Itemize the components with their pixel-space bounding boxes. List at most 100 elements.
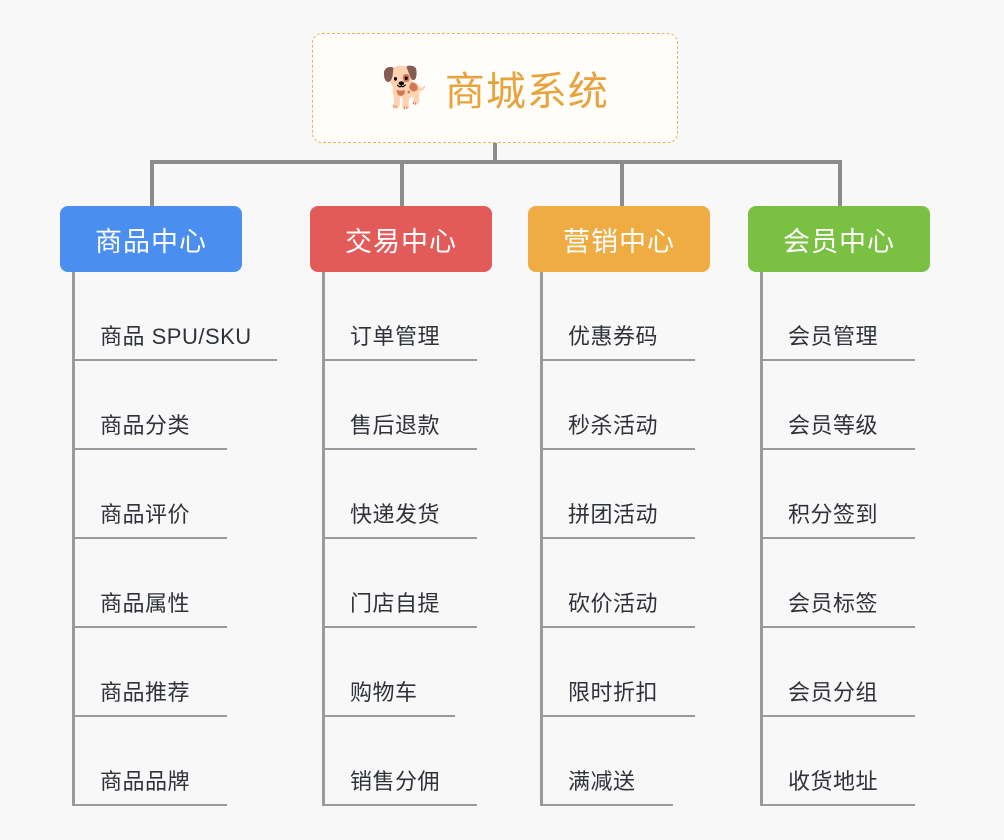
- list-item-underline: [760, 626, 915, 628]
- list-item-underline: [540, 626, 695, 628]
- shiba-dog-icon: 🐕: [381, 66, 431, 110]
- list-item[interactable]: 销售分佣: [310, 717, 530, 806]
- list-item-label: 积分签到: [788, 502, 879, 527]
- list-item-underline: [72, 448, 227, 450]
- list-item-underline: [760, 537, 915, 539]
- connector-horizontal-bus: [150, 160, 842, 164]
- list-item-underline: [322, 448, 477, 450]
- list-item-underline: [322, 537, 477, 539]
- branch-header-product-center[interactable]: 商品中心: [60, 206, 242, 272]
- list-item-label: 满减送: [568, 769, 636, 794]
- list-item-underline: [540, 448, 695, 450]
- list-item[interactable]: 商品推荐: [60, 628, 300, 717]
- list-item[interactable]: 积分签到: [748, 450, 968, 539]
- list-item[interactable]: 商品属性: [60, 539, 300, 628]
- list-item-label: 会员管理: [788, 324, 879, 349]
- branch-trunk: [540, 272, 543, 806]
- list-item[interactable]: 商品品牌: [60, 717, 300, 806]
- list-item-underline: [540, 715, 695, 717]
- list-item-underline: [322, 626, 477, 628]
- list-item-label: 销售分佣: [350, 769, 441, 794]
- list-item-underline: [540, 537, 695, 539]
- list-item-underline: [72, 537, 227, 539]
- branch-items-marketing-center: 优惠券码 秒杀活动 拼团活动 砍价活动 限时折扣 满减送: [528, 272, 748, 806]
- list-item[interactable]: 限时折扣: [528, 628, 748, 717]
- list-item-label: 购物车: [350, 680, 418, 705]
- list-item-underline: [322, 804, 477, 806]
- list-item[interactable]: 售后退款: [310, 361, 530, 450]
- branch-header-member-center[interactable]: 会员中心: [748, 206, 930, 272]
- list-item[interactable]: 会员等级: [748, 361, 968, 450]
- list-item[interactable]: 会员管理: [748, 272, 968, 361]
- connector-drop-2: [400, 160, 404, 206]
- list-item-underline: [72, 626, 227, 628]
- list-item-underline: [760, 804, 915, 806]
- list-item-label: 商品推荐: [100, 680, 191, 705]
- list-item[interactable]: 满减送: [528, 717, 748, 806]
- root-node[interactable]: 🐕 商城系统: [312, 33, 678, 143]
- list-item-underline: [540, 804, 673, 806]
- list-item-label: 商品评价: [100, 502, 191, 527]
- list-item[interactable]: 快递发货: [310, 450, 530, 539]
- list-item-underline: [760, 715, 915, 717]
- branch-member-center: 会员中心 会员管理 会员等级 积分签到 会员标签 会员分组: [748, 206, 968, 806]
- branch-label: 会员中心: [783, 226, 895, 257]
- list-item-underline: [72, 715, 227, 717]
- list-item[interactable]: 商品分类: [60, 361, 300, 450]
- branch-label: 交易中心: [345, 226, 457, 257]
- list-item[interactable]: 订单管理: [310, 272, 530, 361]
- list-item-label: 商品属性: [100, 591, 191, 616]
- branch-items-product-center: 商品 SPU/SKU 商品分类 商品评价 商品属性 商品推荐 商品品牌: [60, 272, 300, 806]
- list-item-label: 商品 SPU/SKU: [100, 324, 252, 349]
- list-item-underline: [322, 715, 455, 717]
- branch-label: 商品中心: [95, 226, 207, 257]
- list-item[interactable]: 收货地址: [748, 717, 968, 806]
- list-item-underline: [72, 359, 277, 361]
- list-item-label: 会员等级: [788, 413, 879, 438]
- branch-header-trade-center[interactable]: 交易中心: [310, 206, 492, 272]
- list-item-label: 会员标签: [788, 591, 879, 616]
- branch-label: 营销中心: [563, 226, 675, 257]
- list-item-underline: [760, 359, 915, 361]
- branch-product-center: 商品中心 商品 SPU/SKU 商品分类 商品评价 商品属性 商品推荐: [60, 206, 300, 806]
- list-item[interactable]: 门店自提: [310, 539, 530, 628]
- branch-trunk: [322, 272, 325, 806]
- list-item-label: 限时折扣: [568, 680, 659, 705]
- list-item[interactable]: 会员标签: [748, 539, 968, 628]
- branch-trunk: [760, 272, 763, 806]
- list-item[interactable]: 购物车: [310, 628, 530, 717]
- connector-drop-1: [150, 160, 154, 206]
- connector-root-stem: [493, 143, 497, 164]
- connector-drop-3: [620, 160, 624, 206]
- list-item-label: 拼团活动: [568, 502, 659, 527]
- list-item-underline: [760, 448, 915, 450]
- branch-items-member-center: 会员管理 会员等级 积分签到 会员标签 会员分组 收货地址: [748, 272, 968, 806]
- list-item-label: 订单管理: [350, 324, 441, 349]
- branch-items-trade-center: 订单管理 售后退款 快递发货 门店自提 购物车 销售分佣: [310, 272, 530, 806]
- list-item-label: 会员分组: [788, 680, 879, 705]
- list-item[interactable]: 会员分组: [748, 628, 968, 717]
- list-item-label: 优惠券码: [568, 324, 659, 349]
- list-item-label: 快递发货: [350, 502, 441, 527]
- list-item[interactable]: 拼团活动: [528, 450, 748, 539]
- list-item[interactable]: 商品评价: [60, 450, 300, 539]
- list-item-label: 商品品牌: [100, 769, 191, 794]
- list-item[interactable]: 秒杀活动: [528, 361, 748, 450]
- list-item-underline: [72, 804, 227, 806]
- list-item[interactable]: 优惠券码: [528, 272, 748, 361]
- list-item[interactable]: 商品 SPU/SKU: [60, 272, 300, 361]
- branch-header-marketing-center[interactable]: 营销中心: [528, 206, 710, 272]
- branch-marketing-center: 营销中心 优惠券码 秒杀活动 拼团活动 砍价活动 限时折扣: [528, 206, 748, 806]
- connector-drop-4: [838, 160, 842, 206]
- list-item-underline: [322, 359, 477, 361]
- list-item-underline: [540, 359, 695, 361]
- root-title: 商城系统: [444, 70, 609, 114]
- list-item-label: 秒杀活动: [568, 413, 659, 438]
- list-item[interactable]: 砍价活动: [528, 539, 748, 628]
- list-item-label: 砍价活动: [568, 591, 659, 616]
- list-item-label: 收货地址: [788, 769, 879, 794]
- list-item-label: 门店自提: [350, 591, 441, 616]
- list-item-label: 售后退款: [350, 413, 441, 438]
- branch-trade-center: 交易中心 订单管理 售后退款 快递发货 门店自提 购物车: [310, 206, 530, 806]
- list-item-label: 商品分类: [100, 413, 191, 438]
